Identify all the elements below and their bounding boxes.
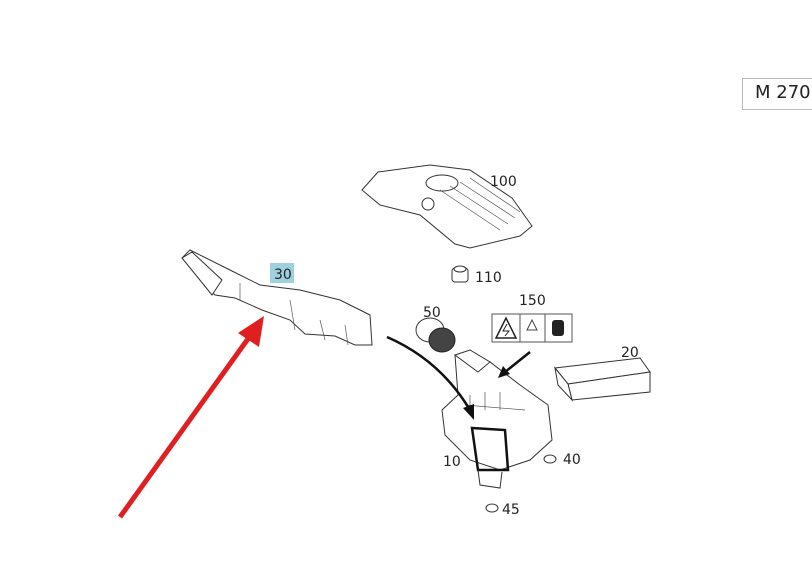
part-label-110: 110 [475,270,502,286]
part-label-100: 100 [490,174,517,190]
red-pointer-arrow [117,316,264,519]
part-label-10: 10 [443,454,461,470]
mount-drawing [451,265,469,283]
highlight-box-30 [270,263,294,283]
grommet-45-drawing [485,503,499,513]
warning-label-drawing [491,313,573,343]
part-label-50: 50 [423,305,441,321]
part-label-40: 40 [563,452,581,468]
assembly-arrow-duct [386,335,474,420]
part-label-30: 30 [274,267,292,283]
assembly-arrow-label [498,351,531,378]
air-filter-housing-drawing [441,349,553,489]
air-filter-element-drawing [554,357,651,402]
engine-cover-drawing [361,164,533,249]
grommet-40-drawing [543,454,557,464]
part-label-150: 150 [519,293,546,309]
part-label-20: 20 [621,345,639,361]
part-label-45: 45 [502,502,520,518]
air-mass-sensor-drawing [415,317,456,353]
engine-model-label: M 270 [742,78,812,110]
air-intake-duct-drawing [181,249,373,346]
